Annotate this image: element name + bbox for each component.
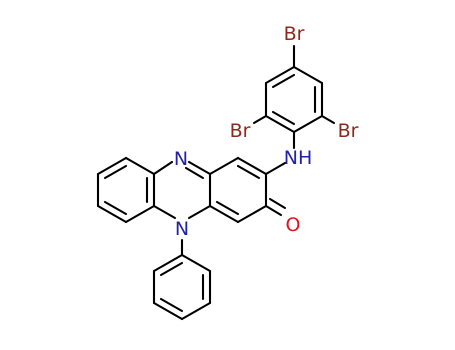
bond xyxy=(187,204,212,220)
bond xyxy=(236,156,268,176)
bond xyxy=(159,297,184,313)
bond xyxy=(180,253,212,273)
bond xyxy=(124,204,156,224)
bromine-left-label: Br xyxy=(230,120,251,142)
benzo-ring xyxy=(96,156,156,224)
bond xyxy=(96,156,128,176)
bond xyxy=(208,156,240,176)
substituent-bonds xyxy=(252,44,336,176)
bond xyxy=(236,164,261,180)
bond xyxy=(103,164,128,180)
bond xyxy=(292,114,324,134)
bond xyxy=(264,204,283,217)
bond xyxy=(271,73,296,89)
carbonyl-oxygen-label: O xyxy=(286,214,301,236)
bond xyxy=(152,160,174,176)
bond xyxy=(236,204,268,224)
bond xyxy=(152,301,184,321)
n-phenyl-ring xyxy=(152,238,212,321)
bond xyxy=(152,204,177,220)
bond xyxy=(252,114,268,125)
bond xyxy=(187,160,212,176)
bond xyxy=(268,197,287,210)
pyrazine-ring xyxy=(152,160,212,220)
bond xyxy=(271,110,296,126)
quinonoid-ring xyxy=(208,156,268,224)
bond xyxy=(264,161,287,176)
bond xyxy=(292,65,324,85)
bond xyxy=(152,253,184,273)
carbonyl-bond xyxy=(264,197,287,217)
bond xyxy=(96,204,128,224)
bond xyxy=(215,200,240,216)
bromine-right-label: Br xyxy=(338,120,359,142)
bond xyxy=(264,114,296,134)
bond xyxy=(320,114,336,125)
bond xyxy=(103,200,128,216)
bond xyxy=(184,166,205,180)
bond xyxy=(124,156,156,176)
bond xyxy=(159,261,184,277)
tribromophenyl-ring xyxy=(264,65,324,134)
phenyl-nitrogen-label: N xyxy=(175,218,189,240)
ring-nitrogen-label: N xyxy=(174,148,188,170)
bromine-top-label: Br xyxy=(284,23,305,45)
bond xyxy=(208,204,240,224)
amine-nh-label: NH xyxy=(284,147,313,169)
bond xyxy=(264,65,296,85)
bond xyxy=(180,301,212,321)
